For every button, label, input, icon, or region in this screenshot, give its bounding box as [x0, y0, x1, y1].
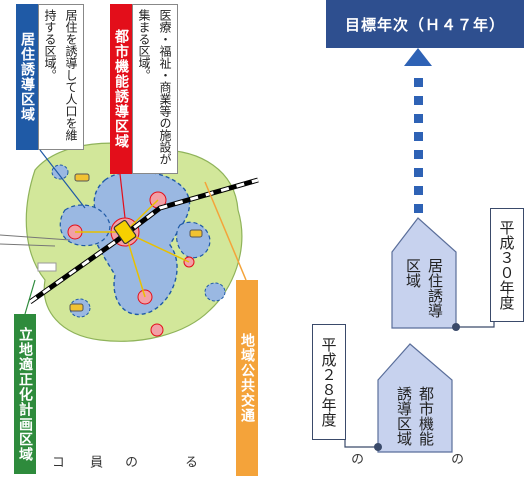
arrow-head	[404, 48, 432, 66]
residential-zone-label: 居住誘導区域	[16, 4, 38, 150]
planning-area-label: 立地適正化計画区域	[14, 314, 36, 474]
arrow-dashes	[414, 78, 423, 213]
text-fragment: 員	[87, 455, 102, 468]
leader-lines	[24, 149, 247, 315]
residential-zone-box: 居住誘導区域	[404, 258, 444, 318]
text-fragment: コ	[49, 455, 64, 468]
h28-connector-dot	[374, 443, 382, 451]
timeline-graphics	[344, 48, 495, 453]
residential-zone-description: 居住を誘導して人口を維持する区域。	[38, 4, 84, 150]
bus-icon	[189, 229, 203, 238]
urban-function-zone-label: 都市機能誘導区域	[110, 4, 132, 174]
leader-line	[204, 181, 247, 281]
text-fragment: の	[448, 452, 463, 465]
text-fragment: る	[182, 455, 197, 468]
building-icon	[37, 262, 57, 272]
residential-zone-small	[204, 282, 226, 302]
bus-icon	[74, 173, 90, 182]
bus-icon	[69, 303, 84, 312]
year-label-h28: 平成２８年度	[312, 324, 346, 440]
road-line	[0, 234, 71, 241]
target-year-banner: 目標年次（Ｈ４７年）	[326, 0, 524, 48]
central-station	[113, 219, 137, 245]
h30-connector	[456, 322, 495, 328]
road-line	[0, 243, 56, 247]
h30-connector-dot	[452, 323, 460, 331]
leader-line	[119, 173, 126, 219]
railway-line-dashes	[29, 178, 259, 304]
year-label-h30: 平成３０年度	[490, 208, 524, 322]
residential-zone-box-shape	[391, 217, 457, 329]
urban-zone-box: 都市機能誘導区域	[395, 386, 435, 446]
residential-zone-small	[51, 164, 69, 180]
urban-function-zone	[150, 323, 164, 337]
leader-line	[39, 149, 86, 209]
city-map-diagram	[0, 142, 259, 342]
public-transit-label: 地域公共交通	[236, 280, 258, 476]
leader-line	[24, 279, 36, 315]
text-fragment: の	[122, 455, 137, 468]
h28-connector	[344, 440, 378, 448]
urban-function-zone-description: 医療・福祉・商業等の施設が集まる区域。	[132, 4, 178, 174]
text-fragment: の	[348, 452, 363, 465]
urban-zone-box-shape	[377, 343, 453, 453]
